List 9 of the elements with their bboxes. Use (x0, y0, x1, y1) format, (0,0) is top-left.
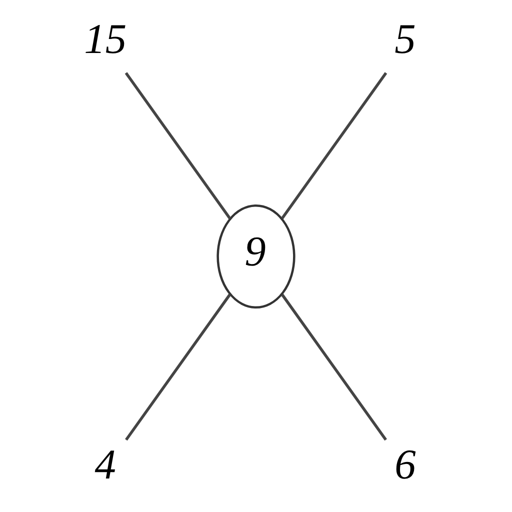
node-text: 4 (94, 441, 116, 488)
connector (280, 72, 388, 219)
node-ellipse: 9 (216, 204, 296, 308)
node-text: 6 (394, 441, 416, 488)
connector (125, 293, 232, 440)
node-text: 5 (394, 15, 416, 62)
connector (280, 293, 387, 440)
node-text: 15 (84, 15, 127, 62)
connector (124, 72, 232, 219)
